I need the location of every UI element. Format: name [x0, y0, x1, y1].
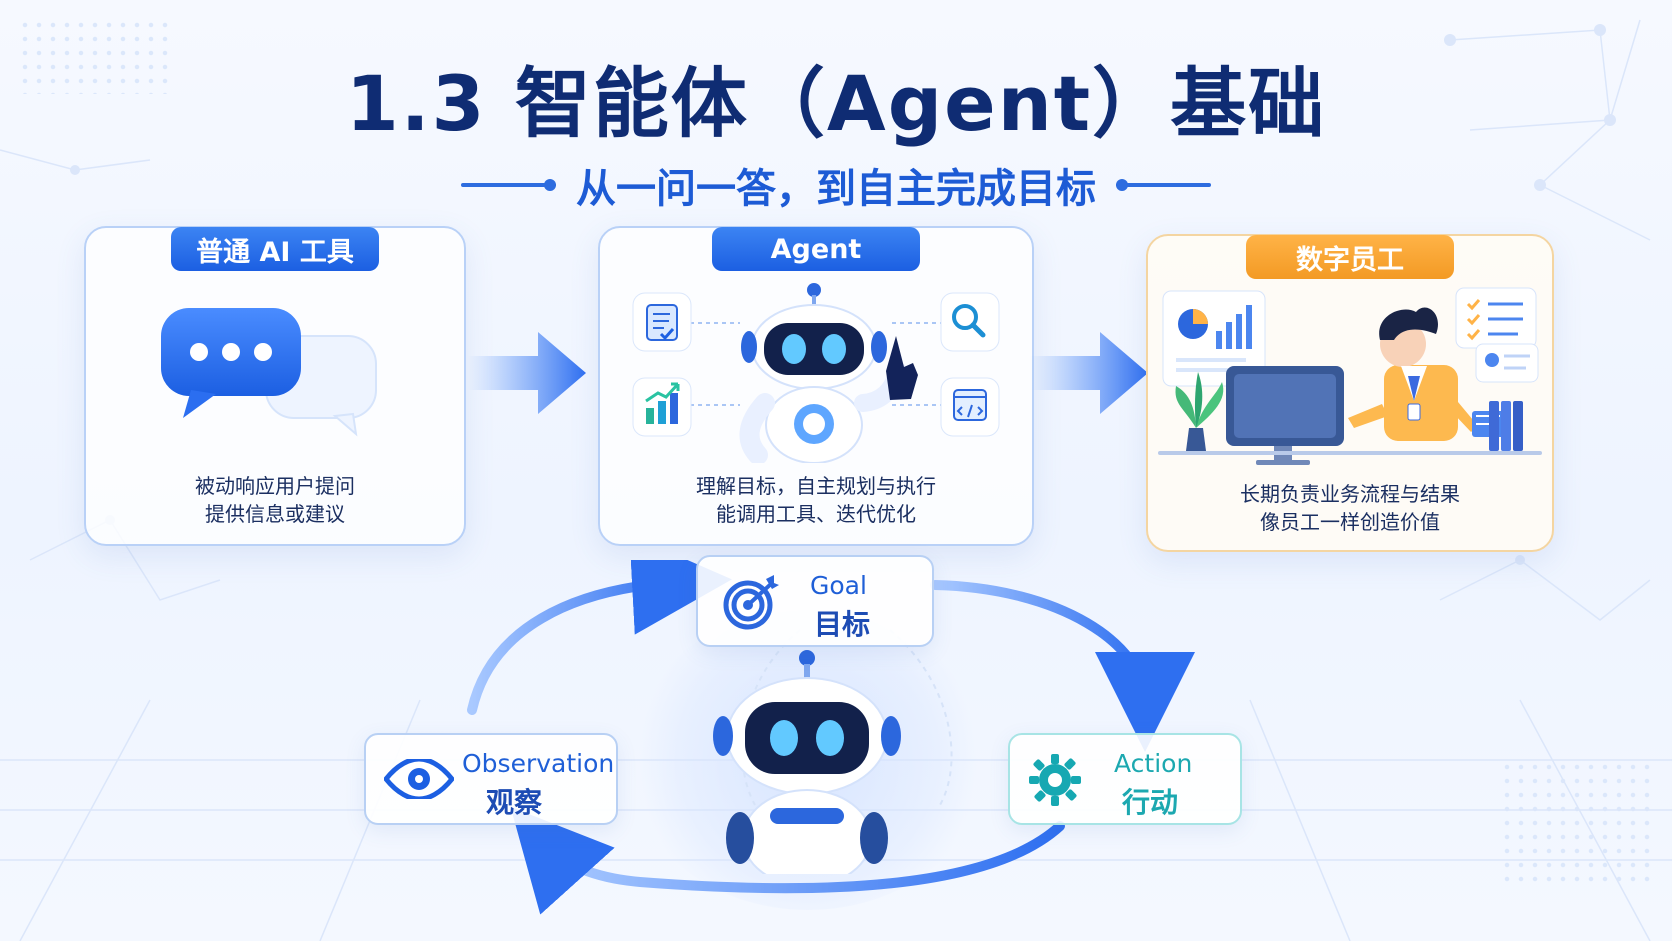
card-agent-title: Agent	[712, 227, 920, 271]
card-agent-line-1: 理解目标，自主规划与执行	[696, 474, 936, 498]
card-digital-employee-line-2: 像员工一样创造价值	[1260, 510, 1440, 534]
card-ordinary-ai-tool-title: 普通 AI 工具	[171, 227, 379, 271]
card-agent: Agent	[598, 226, 1034, 546]
card-ordinary-ai-tool: 普通 AI 工具 被动响应用户提问 提供信息或建议	[84, 226, 466, 546]
subtitle-right-rule	[1116, 183, 1211, 187]
background-dot-pattern-top-left	[18, 18, 168, 94]
analytics-panel-icon	[1162, 290, 1266, 387]
employee-icon	[1348, 307, 1506, 441]
background-dot-pattern-bottom-right	[1500, 760, 1650, 890]
loop-goal-zh: 目标	[814, 608, 871, 641]
flow-arrow-agent-to-employee	[1030, 332, 1148, 414]
employee-illustration	[1158, 287, 1542, 465]
binders-icon	[1489, 401, 1523, 451]
gear-icon	[1029, 754, 1081, 806]
agent-loop-diagram	[467, 560, 1195, 915]
profile-card-icon	[1475, 343, 1539, 383]
loop-observation-box: Observation 观察	[364, 733, 618, 825]
robot-icon	[713, 650, 901, 874]
subtitle: 从一问一答，到自主完成目标	[576, 166, 1096, 212]
loop-action-box: Action 行动	[1008, 733, 1242, 825]
chat-bubbles-icon	[161, 308, 377, 437]
growth-chart-icon	[632, 377, 692, 437]
card-digital-employee-line-1: 长期负责业务流程与结果	[1240, 482, 1460, 506]
robot-icon	[739, 283, 918, 463]
checklist-panel-icon	[1455, 287, 1537, 349]
flow-arrow-tool-to-agent	[468, 332, 586, 414]
loop-action-zh: 行动	[1122, 786, 1179, 819]
card-ordinary-ai-tool-line-2: 提供信息或建议	[205, 502, 345, 526]
card-digital-employee-title: 数字员工	[1246, 235, 1454, 279]
loop-goal-box: Goal 目标	[696, 555, 934, 647]
document-icon	[632, 292, 692, 352]
agent-illustration	[632, 283, 1000, 463]
subtitle-row: 从一问一答，到自主完成目标	[0, 156, 1672, 214]
subtitle-left-rule	[461, 183, 556, 187]
page-title: 1.3 智能体（Agent）基础	[345, 59, 1327, 148]
loop-observation-en: Observation	[462, 749, 615, 778]
card-ordinary-ai-tool-line-1: 被动响应用户提问	[195, 474, 355, 498]
eye-icon	[384, 759, 454, 799]
card-digital-employee: 数字员工	[1146, 234, 1554, 552]
loop-observation-zh: 观察	[486, 786, 543, 819]
loop-action-en: Action	[1114, 749, 1193, 778]
search-icon	[940, 292, 1000, 352]
computer-monitor-icon	[1226, 366, 1344, 465]
code-icon	[940, 377, 1000, 437]
loop-goal-en: Goal	[810, 571, 867, 600]
card-agent-line-2: 能调用工具、迭代优化	[716, 502, 916, 526]
target-icon	[723, 575, 779, 630]
plant-icon	[1175, 372, 1224, 451]
